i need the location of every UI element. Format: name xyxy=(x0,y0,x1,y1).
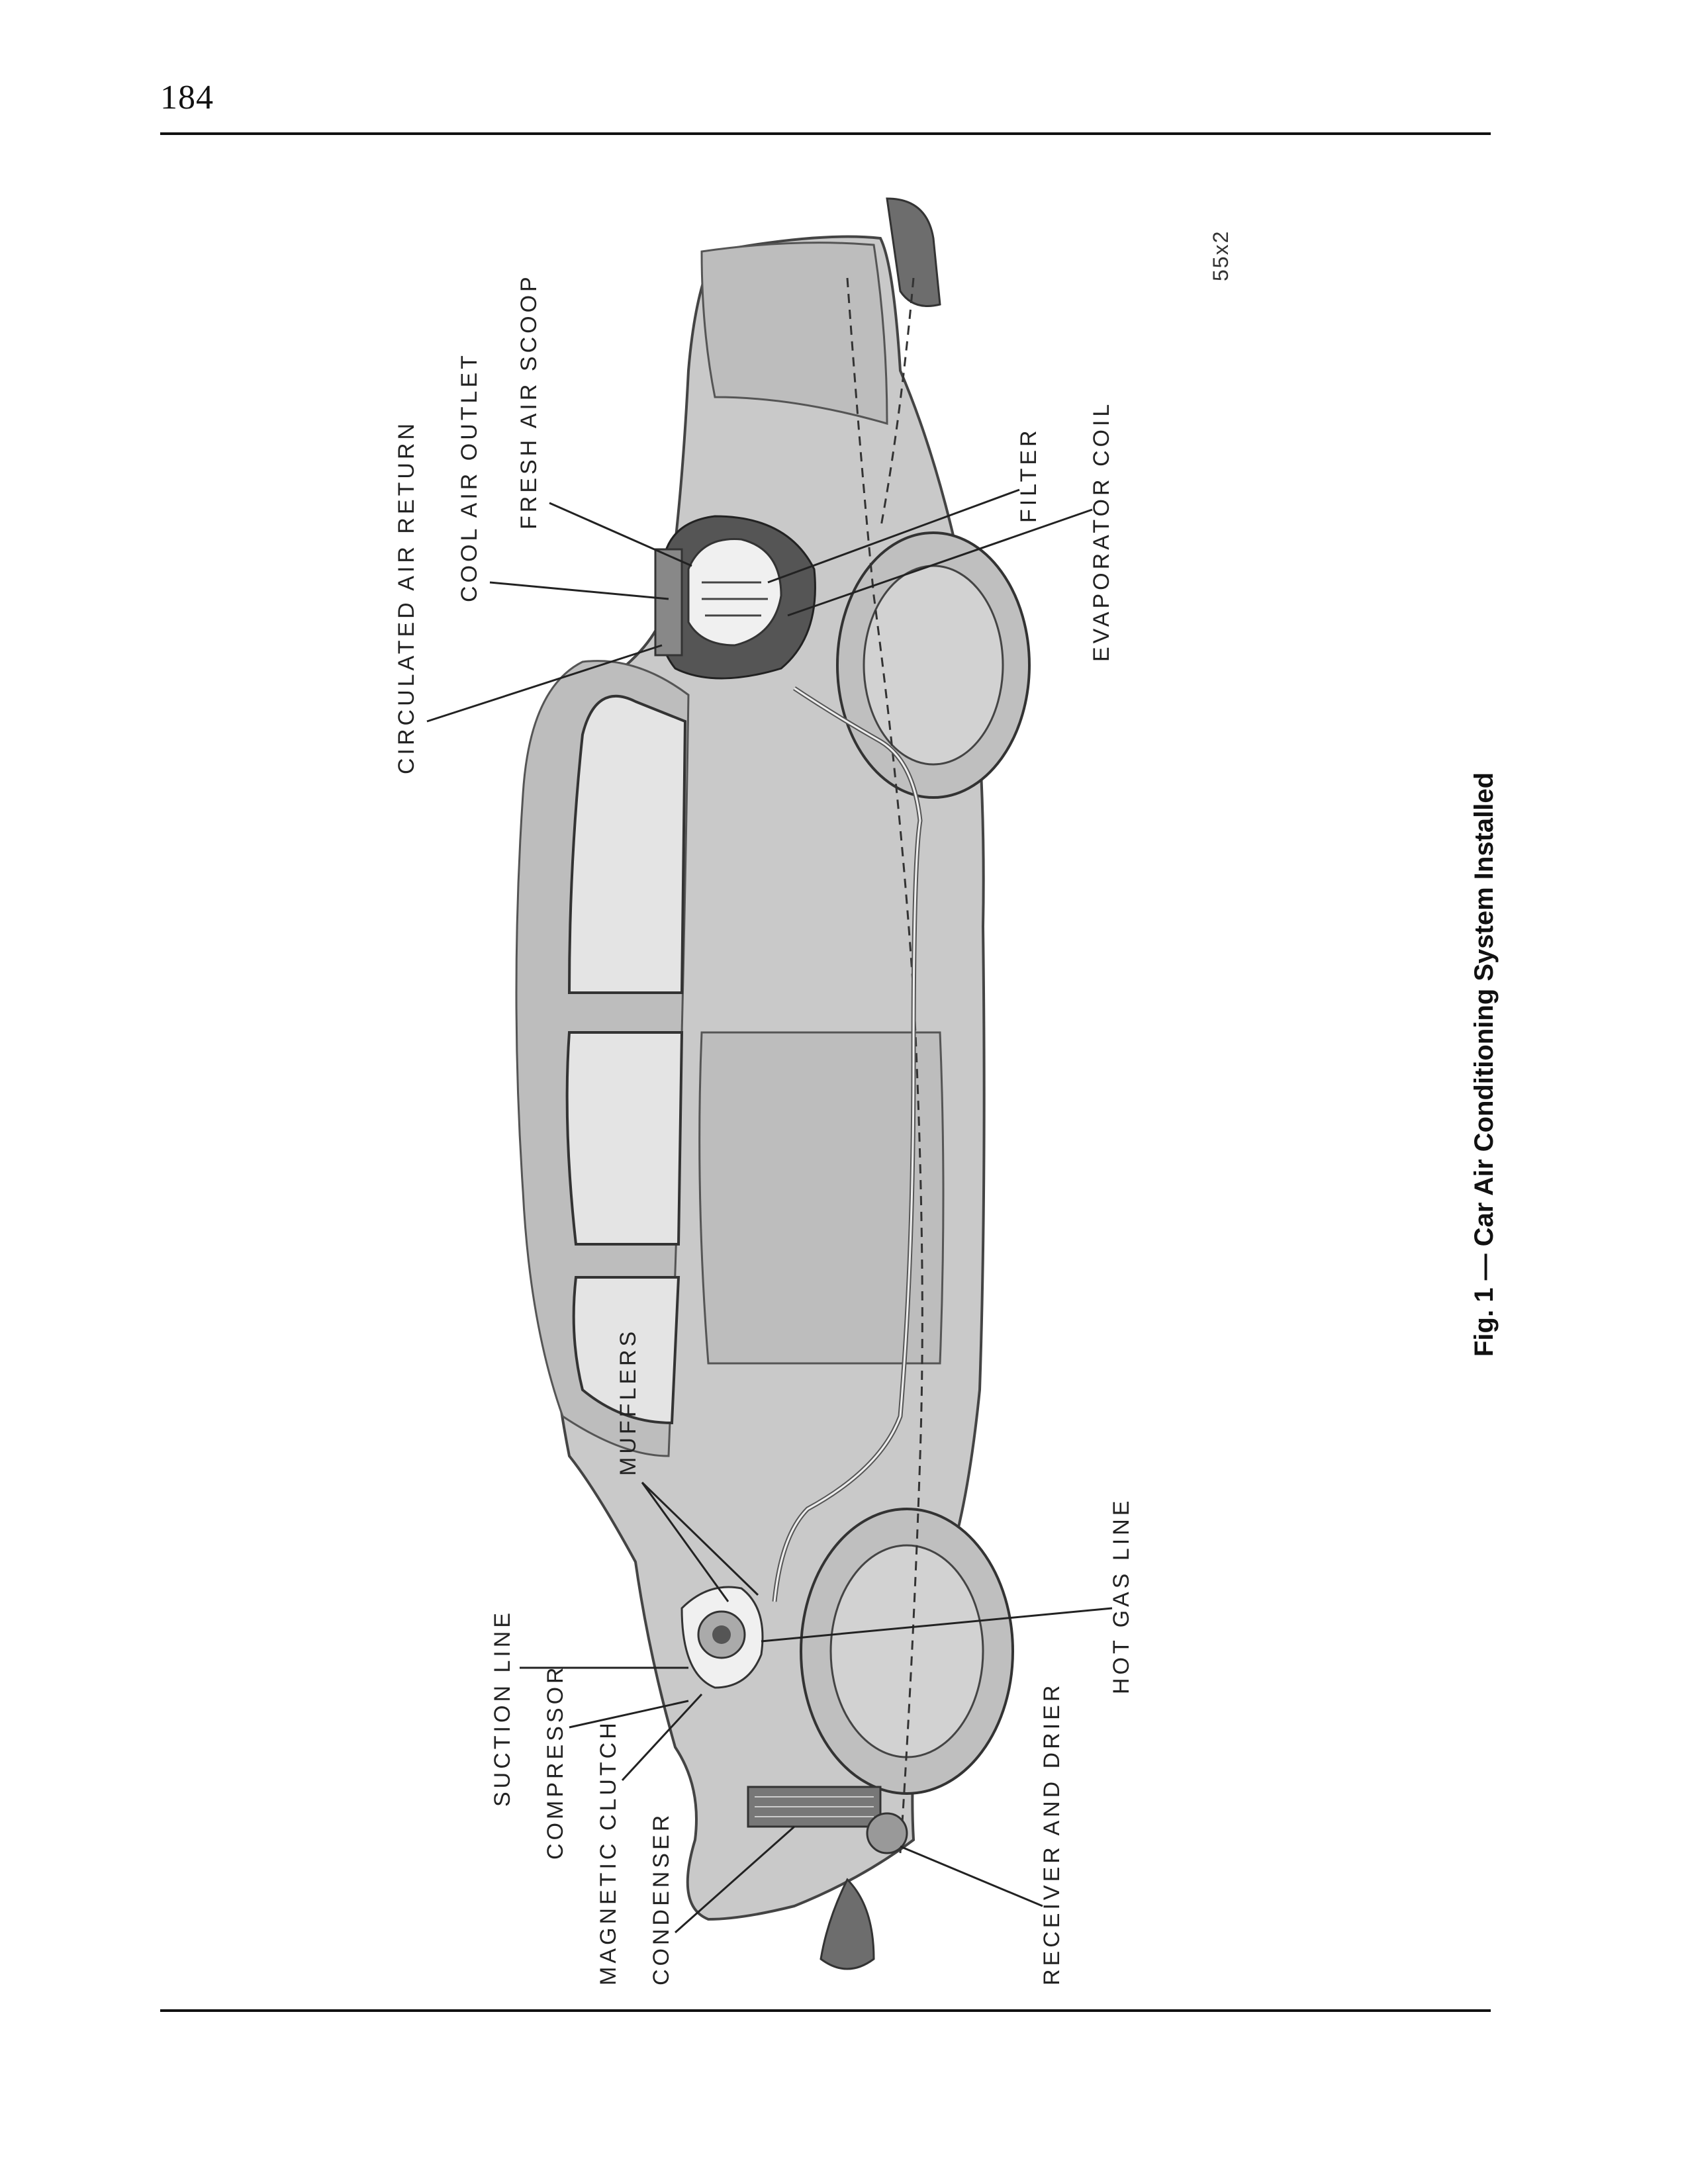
front-bumper xyxy=(820,1878,875,1970)
evaporator-assembly xyxy=(654,515,816,680)
label-compressor: COMPRESSOR xyxy=(543,1664,568,1860)
label-filter: FILTER xyxy=(1016,427,1041,523)
door-panel xyxy=(698,1031,945,1365)
label-hot-gas-line: HOT GAS LINE xyxy=(1109,1498,1134,1694)
label-mufflers: MUFFLERS xyxy=(616,1328,641,1476)
label-receiver-and-drier: RECEIVER AND DRIER xyxy=(1039,1682,1064,1985)
windshield xyxy=(572,1276,680,1425)
trunk-area xyxy=(700,242,888,425)
condenser-assembly xyxy=(747,1786,882,1828)
label-magnetic-clutch: MAGNETIC CLUTCH xyxy=(596,1719,621,1985)
front-wheel xyxy=(800,1508,1014,1795)
label-cool-air-outlet: COOL AIR OUTLET xyxy=(457,352,482,602)
car-illustration xyxy=(515,197,1031,1970)
label-fresh-air-scoop: FRESH AIR SCOOP xyxy=(516,273,541,529)
figure-code: 55x2 xyxy=(1209,230,1233,281)
label-condenser: CONDENSER xyxy=(649,1812,674,1985)
footer-rule xyxy=(160,2009,1491,2012)
component-labels: CIRCULATED AIR RETURN COOL AIR OUTLET FR… xyxy=(394,273,1134,1985)
label-circulated-air-return: CIRCULATED AIR RETURN xyxy=(394,420,419,774)
receiver-drier xyxy=(866,1812,908,1854)
frame-dashed-line-2 xyxy=(879,277,915,530)
label-evaporator-coil: EVAPORATOR COIL xyxy=(1089,401,1114,662)
figure-caption: Fig. 1 — Car Air Conditioning System Ins… xyxy=(1470,772,1499,1357)
rear-window xyxy=(567,694,687,994)
page-number: 184 xyxy=(160,79,214,116)
leader-lines xyxy=(426,488,1113,1934)
label-suction-line: SUCTION LINE xyxy=(490,1610,515,1807)
rear-wheel xyxy=(836,531,1031,799)
rear-bumper xyxy=(886,197,941,307)
compressor-assembly xyxy=(680,1586,764,1689)
front-window xyxy=(565,1031,684,1246)
header-rule xyxy=(160,132,1491,135)
